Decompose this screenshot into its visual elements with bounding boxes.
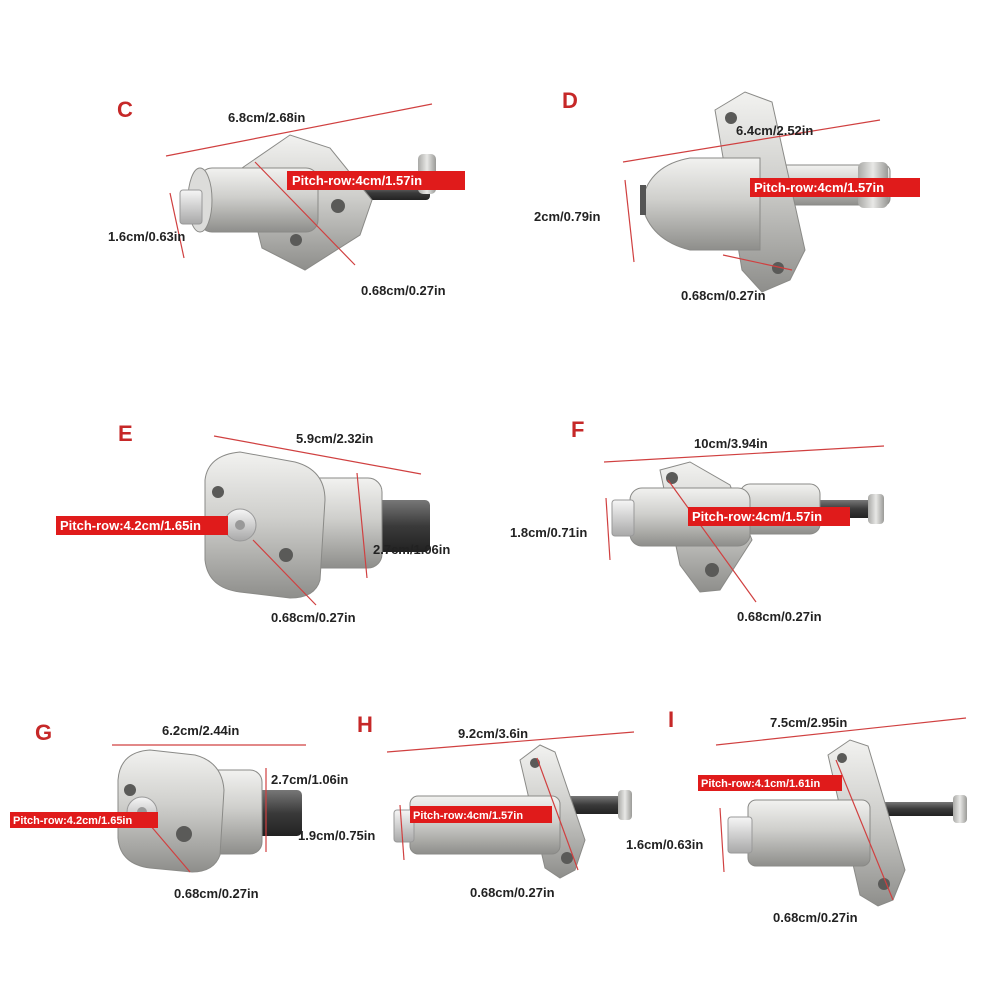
panel-g: G 6.2cm/2.44in Pitch-row:4.2cm/1.65in 2.…	[10, 720, 348, 901]
panel-letter-f: F	[571, 417, 584, 442]
dimension-line	[399, 804, 405, 861]
panel-letter-e: E	[118, 421, 133, 446]
pitch-label-e: Pitch-row:4.2cm/1.65in	[60, 518, 201, 533]
panel-h: H 9.2cm/3.6in Pitch-row:4cm/1.57in 1.9cm…	[298, 712, 635, 900]
dimension-line	[667, 479, 757, 603]
tensioner-i-image	[727, 739, 967, 907]
pitch-label-d: Pitch-row:4cm/1.57in	[754, 180, 884, 195]
diameter-label-h: 1.9cm/0.75in	[298, 828, 375, 843]
hole-label-f: 0.68cm/0.27in	[737, 609, 822, 624]
hole-label-i: 0.68cm/0.27in	[773, 910, 858, 925]
diameter-label-i: 1.6cm/0.63in	[626, 837, 703, 852]
dimension-line	[252, 539, 317, 606]
tensioner-c-image	[179, 134, 436, 271]
hole-label-d: 0.68cm/0.27in	[681, 288, 766, 303]
dimension-line	[605, 497, 611, 561]
diameter-label-c: 1.6cm/0.63in	[108, 229, 185, 244]
panel-letter-d: D	[562, 88, 578, 113]
panel-letter-g: G	[35, 720, 52, 745]
tensioner-g-image	[117, 749, 302, 873]
panel-letter-h: H	[357, 712, 373, 737]
hole-label-h: 0.68cm/0.27in	[470, 885, 555, 900]
pitch-label-bg	[698, 775, 842, 791]
panel-c: C 6.8cm/2.68in Pitch-row:4cm/1.57in 1.6c…	[108, 97, 465, 298]
length-label-h: 9.2cm/3.6in	[458, 726, 528, 741]
panel-d: D 6.4cm/2.52in Pitch-row:4cm/1.57in 2cm/…	[534, 88, 920, 303]
dimension-line	[386, 731, 635, 753]
pitch-label-bg	[688, 507, 850, 526]
dimension-line	[165, 103, 433, 157]
panel-f: F 10cm/3.94in Pitch-row:4cm/1.57in 1.8cm…	[510, 417, 885, 624]
dimension-line	[715, 717, 967, 746]
dimension-line	[835, 759, 894, 901]
tensioner-f-image	[611, 461, 884, 593]
panel-letter-c: C	[117, 97, 133, 122]
dimension-line	[719, 807, 725, 873]
pitch-label-g: Pitch-row:4.2cm/1.65in	[13, 815, 132, 827]
dimension-line	[603, 445, 885, 463]
length-label-i: 7.5cm/2.95in	[770, 715, 847, 730]
dimension-line	[624, 179, 635, 263]
length-label-c: 6.8cm/2.68in	[228, 110, 305, 125]
length-label-g: 6.2cm/2.44in	[162, 723, 239, 738]
length-label-f: 10cm/3.94in	[694, 436, 768, 451]
pitch-label-h: Pitch-row:4cm/1.57in	[413, 810, 523, 822]
length-label-e: 5.9cm/2.32in	[296, 431, 373, 446]
pitch-label-bg	[10, 812, 158, 828]
dimension-line	[536, 757, 579, 871]
pitch-label-bg	[287, 171, 465, 190]
pitch-label-bg	[750, 178, 920, 197]
tensioner-e-image	[204, 451, 430, 599]
dimension-line	[213, 435, 422, 475]
height-label-e: 2.7cm/1.06in	[373, 542, 450, 557]
panel-e: E 5.9cm/2.32in Pitch-row:4.2cm/1.65in 2.…	[56, 421, 450, 625]
pitch-label-i: Pitch-row:4.1cm/1.61in	[701, 778, 820, 790]
panel-i: I 7.5cm/2.95in Pitch-row:4.1cm/1.61in 1.…	[626, 707, 967, 925]
pitch-label-c: Pitch-row:4cm/1.57in	[292, 173, 422, 188]
height-label-g: 2.7cm/1.06in	[271, 772, 348, 787]
dimension-line	[722, 254, 793, 271]
dimension-line	[149, 824, 191, 873]
hole-label-e: 0.68cm/0.27in	[271, 610, 356, 625]
panel-letter-i: I	[668, 707, 674, 732]
dimension-line	[169, 192, 185, 259]
diameter-label-f: 1.8cm/0.71in	[510, 525, 587, 540]
dimension-line	[356, 472, 368, 579]
pitch-label-bg	[410, 806, 552, 823]
hole-label-c: 0.68cm/0.27in	[361, 283, 446, 298]
pitch-label-bg	[56, 516, 228, 535]
dimension-line	[254, 161, 356, 266]
dimension-line	[622, 119, 881, 163]
length-label-d: 6.4cm/2.52in	[736, 123, 813, 138]
hole-label-g: 0.68cm/0.27in	[174, 886, 259, 901]
pitch-label-f: Pitch-row:4cm/1.57in	[692, 509, 822, 524]
diameter-label-d: 2cm/0.79in	[534, 209, 601, 224]
